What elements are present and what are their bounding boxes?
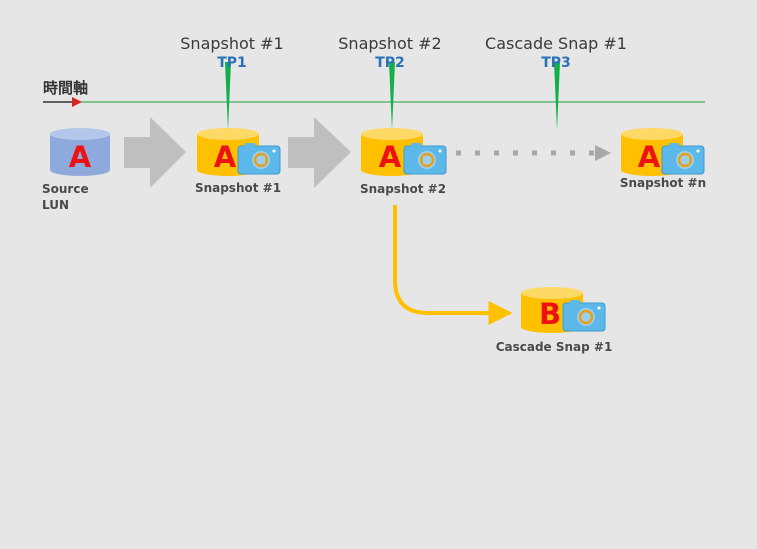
cascade-link-arrow — [393, 205, 513, 325]
snapshot-2-disk-letter: A — [378, 140, 402, 174]
source-caption-line1: Source — [42, 182, 89, 196]
camera-icon — [237, 143, 281, 175]
tp1-code: TP1 — [217, 55, 247, 71]
tp3-code: TP3 — [541, 55, 571, 71]
source-disk-letter: A — [68, 140, 92, 174]
camera-icon — [562, 300, 606, 332]
tp1-title: Snapshot #1 — [180, 34, 284, 53]
flow-arrow-2 — [288, 117, 351, 188]
snapshot-n-caption: Snapshot #n — [619, 176, 707, 190]
flow-arrow-1 — [124, 117, 186, 188]
camera-icon — [661, 143, 705, 175]
dotted-continuation-arrow — [456, 145, 611, 161]
tp2-marker — [389, 62, 395, 130]
snapshot-1-disk-letter: A — [213, 140, 237, 174]
tp1-marker — [225, 62, 231, 130]
axis-arrow-icon — [43, 97, 82, 107]
cascade-caption: Cascade Snap #1 — [495, 340, 613, 354]
tp2-title: Snapshot #2 — [338, 34, 442, 53]
source-disk-icon — [50, 128, 110, 176]
snapshot-2-caption: Snapshot #2 — [359, 182, 447, 196]
source-caption-line2: LUN — [42, 198, 70, 212]
tp2-code: TP2 — [375, 55, 405, 71]
tp3-title: Cascade Snap #1 — [485, 34, 627, 53]
snapshot-n-disk-letter: A — [637, 140, 661, 174]
source-lun-caption: Source LUN — [42, 181, 89, 213]
camera-icon — [403, 143, 447, 175]
time-axis-label: 時間軸 — [43, 79, 89, 97]
tp3-marker — [554, 62, 560, 130]
cascade-disk-letter: B — [538, 297, 562, 331]
snapshot-1-caption: Snapshot #1 — [194, 181, 282, 195]
